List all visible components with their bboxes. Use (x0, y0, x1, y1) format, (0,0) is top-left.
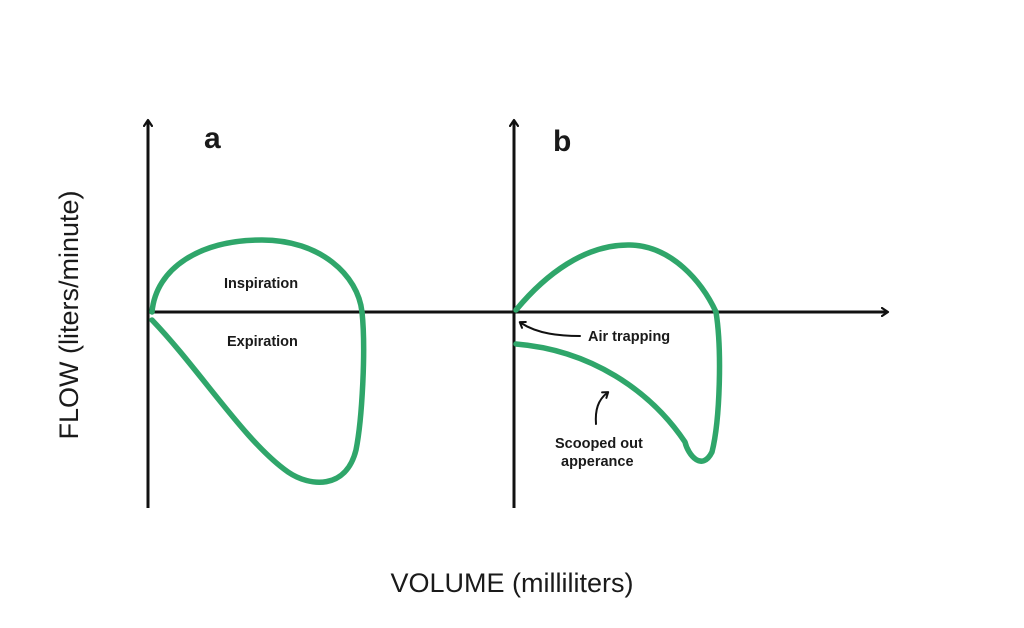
panel-b-letter: b (553, 125, 571, 158)
air-trapping-label: Air trapping (588, 329, 670, 345)
scooped-out-arrow (594, 391, 610, 425)
scooped-label-line1: Scooped out (555, 436, 643, 452)
panel-a-expiration-curve (149, 309, 367, 485)
x-axis-title: VOLUME (milliliters) (391, 568, 634, 598)
scooped-label-line2: apperance (561, 454, 634, 470)
expiration-label: Expiration (227, 334, 298, 350)
panel-b-inspiration-curve (513, 242, 719, 315)
panel-a-letter: a (204, 122, 221, 155)
y-axis-title: FLOW (liters/minute) (54, 190, 84, 439)
air-trapping-arrow (518, 320, 581, 337)
panel-b-expiration-curve (513, 309, 723, 464)
inspiration-label: Inspiration (224, 276, 298, 292)
panel-a-inspiration-curve (149, 237, 365, 315)
